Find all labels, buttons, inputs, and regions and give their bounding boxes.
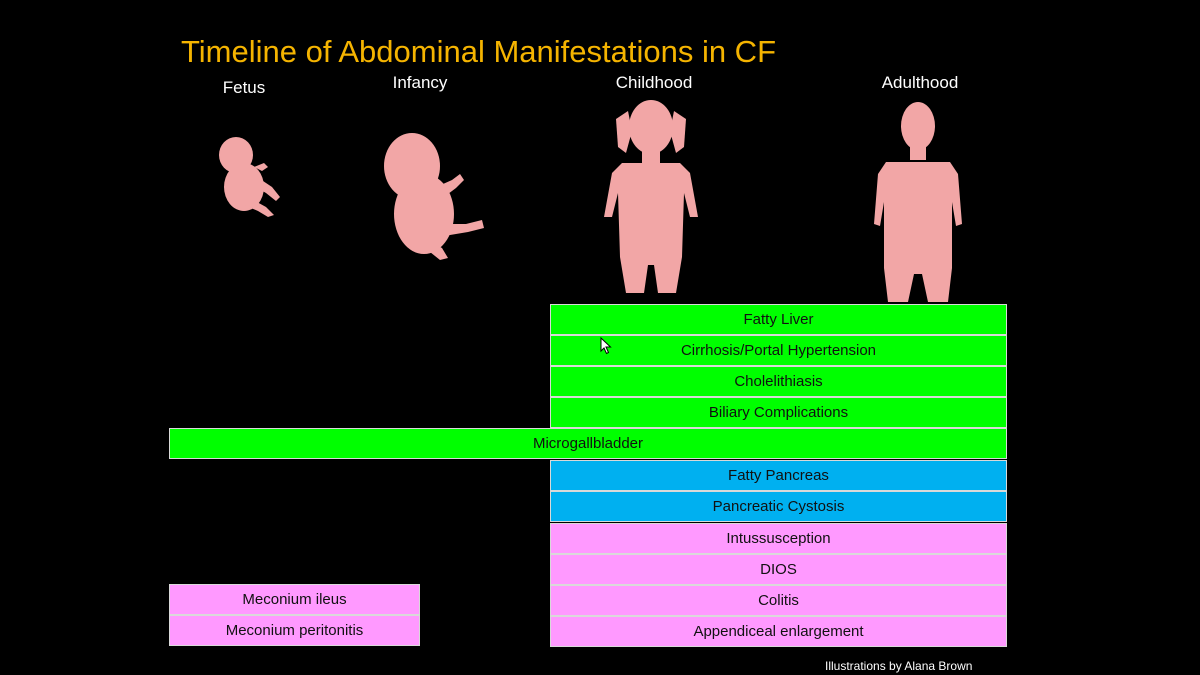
bar-intussusception: Intussusception [550,523,1007,554]
bar-cirrhosis-portal-hypertension: Cirrhosis/Portal Hypertension [550,335,1007,366]
bar-appendiceal-enlargement: Appendiceal enlargement [550,616,1007,647]
bar-microgallbladder: Microgallbladder [169,428,1007,459]
infant-silhouette [382,128,486,260]
stage-label-infancy: Infancy [392,73,448,92]
fetus-silhouette [214,135,286,219]
illustration-credit: Illustrations by Alana Brown [825,659,973,673]
bar-meconium-ileus: Meconium ileus [169,584,420,615]
bar-biliary-complications: Biliary Complications [550,397,1007,428]
bar-fatty-pancreas: Fatty Pancreas [550,460,1007,491]
stage-label-fetus: Fetus [222,78,266,97]
bar-pancreatic-cystosis: Pancreatic Cystosis [550,491,1007,522]
adult-silhouette [872,98,964,304]
bar-fatty-liver: Fatty Liver [550,304,1007,335]
bar-cholelithiasis: Cholelithiasis [550,366,1007,397]
bar-colitis: Colitis [550,585,1007,616]
slide-title: Timeline of Abdominal Manifestations in … [181,34,777,69]
child-silhouette [602,97,700,295]
mouse-cursor-icon [600,336,612,360]
bar-dios: DIOS [550,554,1007,585]
stage-label-childhood: Childhood [615,73,693,92]
bar-meconium-peritonitis: Meconium peritonitis [169,615,420,646]
stage-label-adulthood: Adulthood [881,73,959,92]
